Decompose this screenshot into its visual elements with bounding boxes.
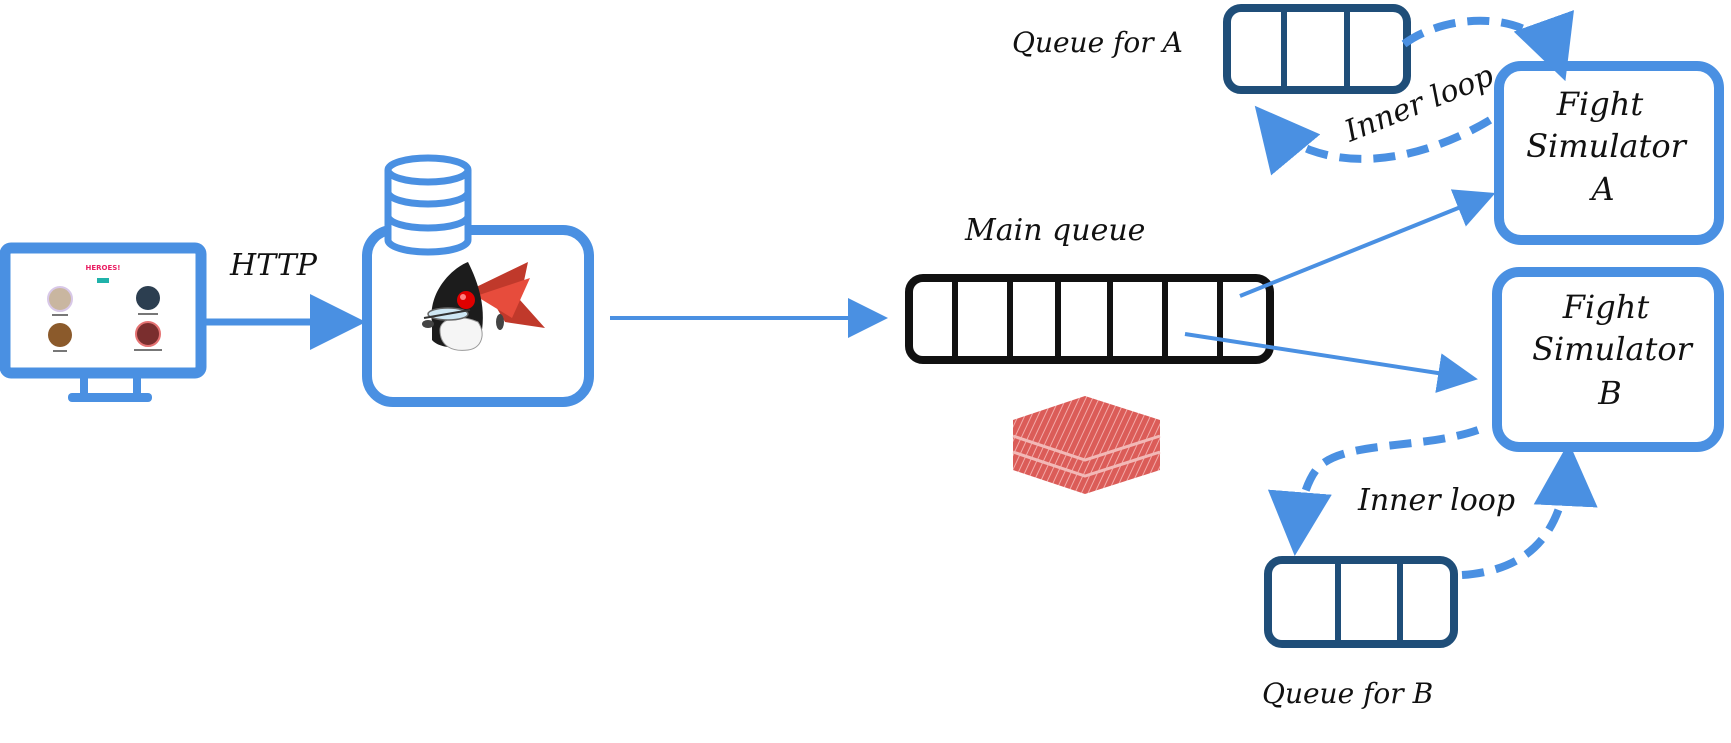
hero-avatar-4 bbox=[135, 321, 161, 347]
inner-loop-b-label: Inner loop bbox=[1357, 483, 1515, 518]
queue-for-a bbox=[1223, 4, 1411, 94]
hero-name-2 bbox=[138, 313, 158, 315]
hero-avatar-3 bbox=[48, 323, 72, 347]
inner-loop-arrow-a-out bbox=[1401, 10, 1574, 82]
hero-name-1 bbox=[52, 314, 68, 316]
simulator-b-line3: B bbox=[1597, 374, 1622, 412]
main-queue-label: Main queue bbox=[964, 213, 1145, 248]
main-queue bbox=[905, 274, 1274, 364]
http-label: HTTP bbox=[229, 248, 318, 283]
hero-name-3 bbox=[53, 350, 67, 352]
monitor-icon: HEROES! bbox=[0, 242, 207, 402]
queue-for-b bbox=[1264, 556, 1458, 648]
simulator-b-line1: Fight bbox=[1562, 288, 1650, 326]
dispatch-arrow-a bbox=[1239, 189, 1496, 298]
simulator-a-line2: Simulator bbox=[1526, 127, 1688, 165]
redis-icon bbox=[1012, 396, 1161, 494]
monitor-screen bbox=[13, 256, 193, 365]
dispatch-arrow-b bbox=[1184, 332, 1478, 393]
database-icon bbox=[384, 154, 472, 256]
simulator-a-line1: Fight bbox=[1556, 85, 1644, 123]
simulator-b-line2: Simulator bbox=[1532, 330, 1694, 368]
hero-avatar-1 bbox=[47, 286, 73, 312]
monitor-frame bbox=[0, 242, 207, 379]
inner-loop-arrow-b-out bbox=[1267, 426, 1480, 556]
fight-simulator-b bbox=[1492, 267, 1724, 452]
screen-title: HEROES! bbox=[86, 264, 121, 272]
monitor-base bbox=[68, 393, 152, 402]
screen-button bbox=[97, 278, 109, 283]
hero-name-4 bbox=[134, 349, 162, 351]
queue-b-label: Queue for B bbox=[1262, 677, 1433, 710]
java-duke-mascot-icon bbox=[422, 262, 545, 351]
queue-a-label: Queue for A bbox=[1012, 26, 1183, 59]
monitor-stand-left bbox=[80, 373, 88, 395]
hero-avatar-2 bbox=[136, 286, 160, 310]
inner-loop-arrow-a-back bbox=[1254, 105, 1493, 176]
fight-simulator-a bbox=[1494, 61, 1724, 245]
simulator-a-line3: A bbox=[1588, 170, 1614, 208]
monitor-stand-right bbox=[133, 373, 141, 395]
inner-loop-arrow-b-back bbox=[1461, 442, 1598, 579]
